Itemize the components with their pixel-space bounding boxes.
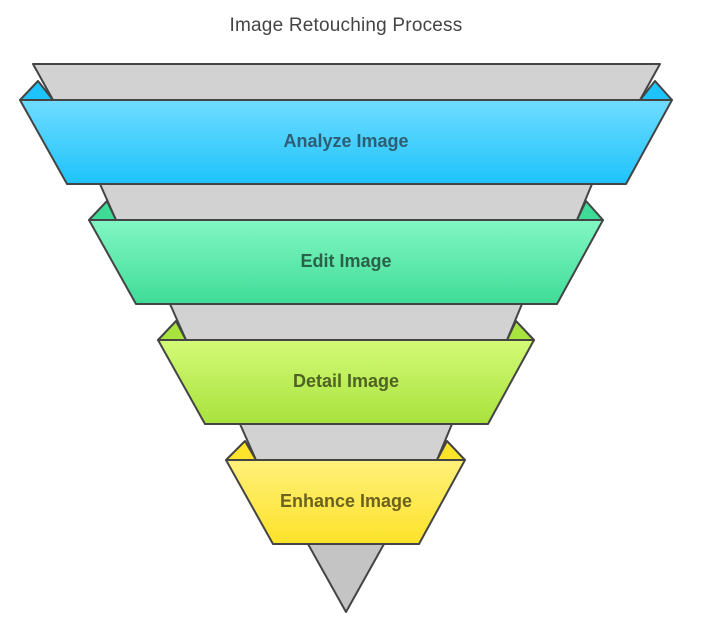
funnel-connector-4 [239,423,453,461]
funnel-connector-1 [32,63,661,101]
stage-4-band [225,459,466,545]
stage-1-label: Analyze Image [283,131,408,151]
funnel-connector-3 [169,303,523,341]
stage-2-band [88,219,604,305]
stage-1-band [19,99,673,185]
stage-3-label: Detail Image [293,371,399,391]
stage-3-band [157,339,535,425]
funnel-connector-2 [99,183,593,221]
stage-4-label: Enhance Image [280,491,412,511]
stage-2-label: Edit Image [300,251,391,271]
funnel-tip [307,543,385,613]
diagram-title: Image Retouching Process [229,15,463,36]
